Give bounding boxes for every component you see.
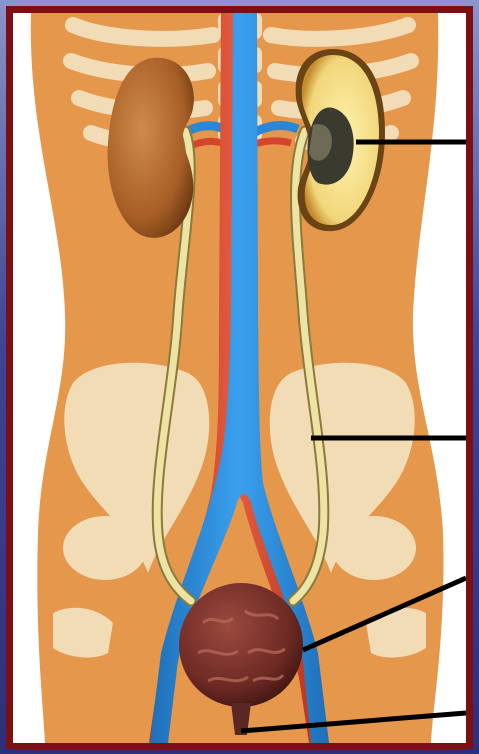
urinary-system-diagram <box>13 13 466 743</box>
diagram-panel <box>13 13 466 743</box>
